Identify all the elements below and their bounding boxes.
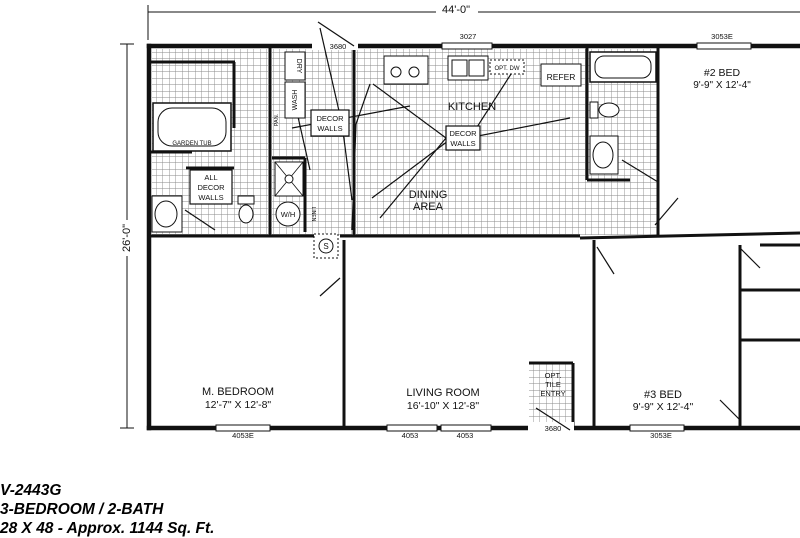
opt-tile-entry-line-3: ENTRY <box>540 389 565 398</box>
dining-area-label: AREA <box>413 201 444 213</box>
water-heater-label: W/H <box>281 210 296 219</box>
kitchen-label: KITCHEN <box>448 101 496 113</box>
decor-walls-box-1 <box>310 109 350 137</box>
all-decor-walls-line-1: ALL <box>204 173 217 182</box>
refrigerator-icon <box>540 63 582 87</box>
bed2-size: 9'-9" X 12'-4" <box>693 80 751 91</box>
depth-dimension: 26'-0" <box>121 224 133 252</box>
washer-label: WASH <box>292 90 299 111</box>
range-icon <box>383 55 429 85</box>
size-summary: 28 X 48 - Approx. 1144 Sq. Ft. <box>0 520 215 537</box>
door-code-top: 3680 <box>330 42 347 51</box>
decor-walls-box-2 <box>445 125 481 151</box>
all-decor-walls-line-3: WALLS <box>198 193 223 202</box>
bed3-name: #3 BED <box>644 389 682 401</box>
switch-lines <box>291 27 571 231</box>
door-code-entry: 3680 <box>545 424 562 433</box>
sink-icon-2 <box>589 135 619 175</box>
model-number: V-2443G <box>0 482 62 499</box>
garden-tub <box>152 102 232 152</box>
decor-walls-2-line-1: DECOR <box>449 129 477 138</box>
opt-tile-entry-line-2: TILE <box>545 380 561 389</box>
shower-icon <box>274 161 304 197</box>
water-heater-icon <box>275 201 301 227</box>
width-dimension: 44'-0" <box>442 4 470 16</box>
bedroom-bath-summary: 3-BEDROOM / 2-BATH <box>0 501 164 518</box>
window-code-bed3: 3053E <box>650 431 672 440</box>
smoke-detector-icon <box>313 233 339 259</box>
dining-label: DINING <box>409 189 448 201</box>
master-bedroom-size: 12'-7" X 12'-8" <box>205 399 272 411</box>
garden-tub-label: GARDEN TUB <box>172 141 211 147</box>
all-decor-walls-line-2: DECOR <box>197 183 225 192</box>
dishwasher-icon <box>489 59 525 75</box>
toilet-icon-2 <box>589 101 620 119</box>
window-code-bed2: 3053E <box>711 32 733 41</box>
decor-walls-1-line-1: DECOR <box>316 114 344 123</box>
bed2-name: #2 BED <box>704 67 741 79</box>
decor-walls-2-line-2: WALLS <box>450 139 475 148</box>
windows <box>215 42 752 432</box>
living-room-name: LIVING ROOM <box>406 387 479 399</box>
smoke-label: S <box>323 242 328 251</box>
dryer-icon <box>284 51 306 81</box>
opt-tile-entry-line-1: OPT. <box>545 371 562 380</box>
refrigerator-label: REFER <box>547 72 576 82</box>
window-code-kitchen: 3027 <box>460 32 477 41</box>
window-code-living-2: 4053 <box>457 431 474 440</box>
decor-walls-1-line-2: WALLS <box>317 124 342 133</box>
optional-dishwasher-label: OPT. DW <box>495 66 520 72</box>
living-room-size: 16'-10" X 12'-8" <box>407 400 479 412</box>
washer-icon <box>284 81 306 119</box>
all-decor-walls-box <box>189 169 233 205</box>
sink-icon <box>151 195 183 233</box>
interior-walls <box>149 46 800 428</box>
bathtub-icon <box>589 51 657 83</box>
window-code-master: 4053E <box>232 431 254 440</box>
pantry-label: PAN. <box>274 113 280 126</box>
toilet-icon <box>237 195 255 224</box>
kitchen-sink-icon <box>447 55 489 81</box>
bed3-size: 9'-9" X 12'-4" <box>633 401 694 413</box>
dryer-label: DRY <box>295 59 302 74</box>
linen-label: LINEN <box>310 207 316 222</box>
doors <box>184 21 761 432</box>
master-bedroom-name: M. BEDROOM <box>202 386 274 398</box>
window-code-living-1: 4053 <box>402 431 419 440</box>
